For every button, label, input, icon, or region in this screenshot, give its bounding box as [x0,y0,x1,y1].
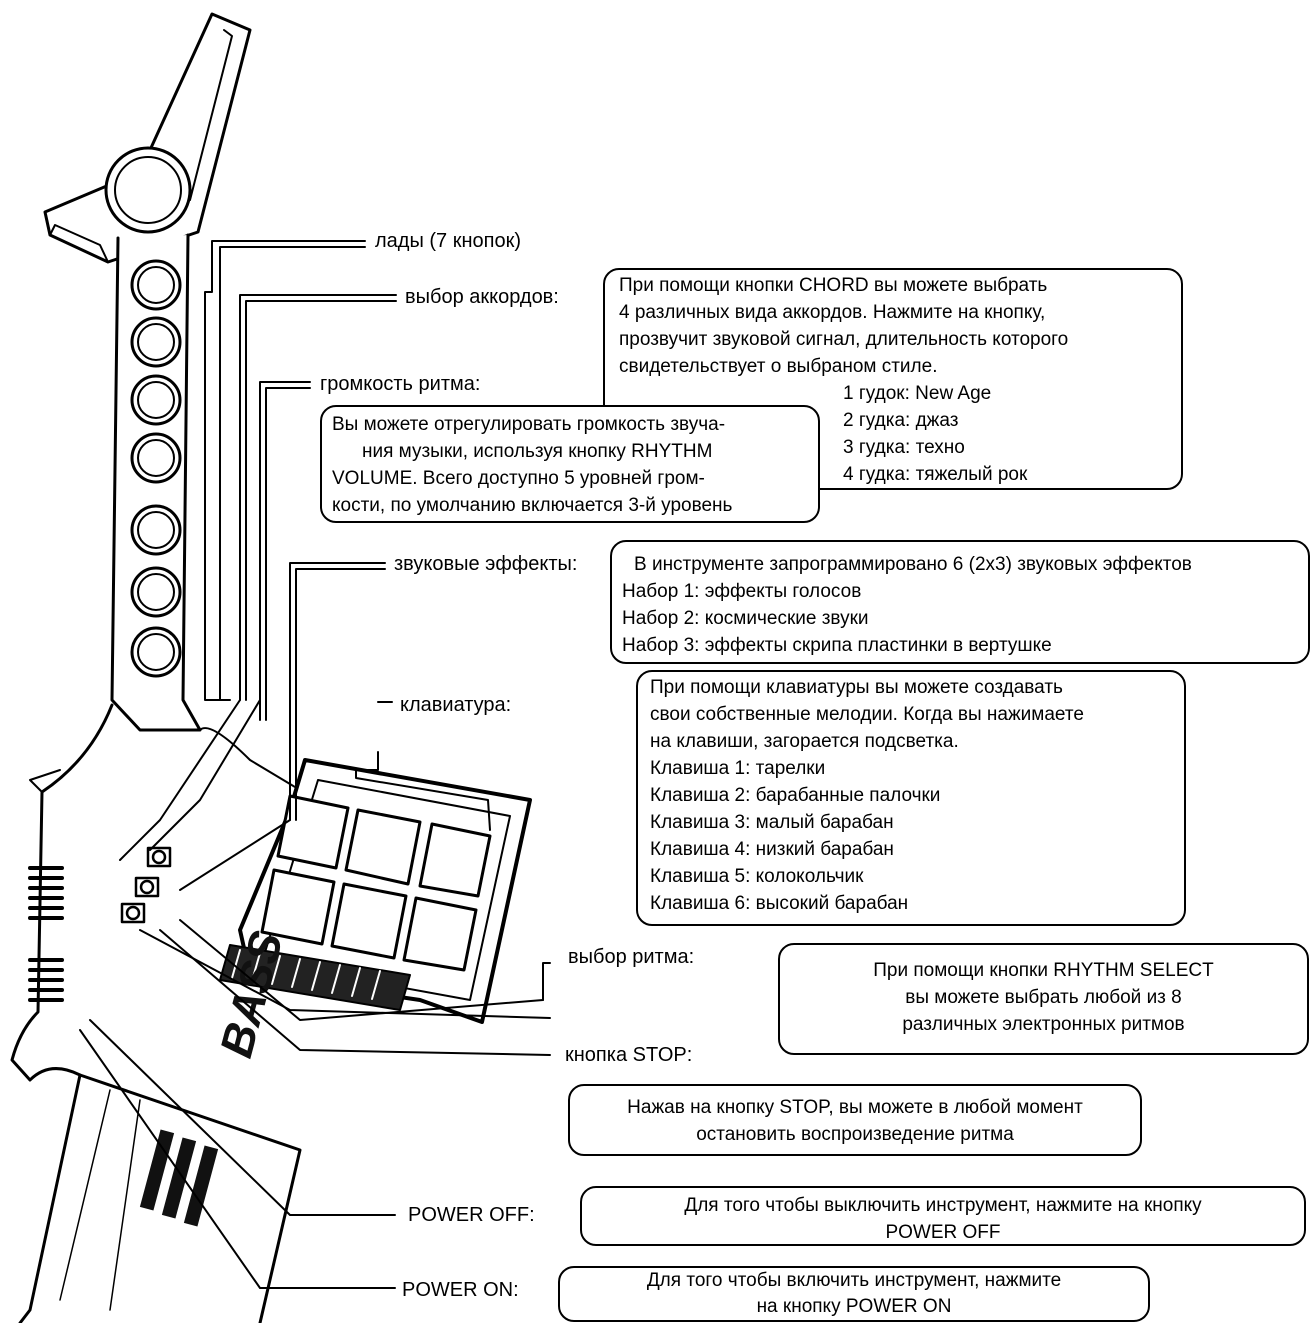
headstock-inner [189,29,233,201]
tuner-ring [104,146,192,234]
volume-line: кости, по умолчанию включается 3-й урове… [332,495,733,516]
body-left [10,703,114,1082]
chord-style: 4 гудка: тяжелый рок [843,464,1028,485]
keyboard-line: Клавиша 2: барабанные палочки [650,785,941,806]
label-keyboard: клавиатура: [400,694,512,716]
power-on-info-box: Для того чтобы включить инструмент, нажм… [558,1266,1150,1322]
effects-line: В инструменте запрограммировано 6 (2х3) … [634,554,1192,575]
keyboard-line: Клавиша 6: высокий барабан [650,893,909,914]
bottom-inner [59,1089,141,1311]
bottom-section [18,1073,302,1323]
headstock-tip [49,224,109,263]
rhythm-line: При помощи кнопки RHYTHM SELECT [873,960,1214,981]
power-on-line: Для того чтобы включить инструмент, нажм… [646,1270,1062,1291]
effects-line: Набор 2: космические звуки [622,608,869,629]
stop-info-box: Нажав на кнопку STOP, вы можете в любой … [568,1084,1142,1156]
power-off-line: Для того чтобы выключить инструмент, наж… [684,1195,1202,1216]
label-chord: выбор аккордов: [405,286,559,308]
label-rhythm-volume: громкость ритма: [320,373,481,395]
power-off-info-box: Для того чтобы выключить инструмент, наж… [580,1186,1306,1246]
stop-line: Нажав на кнопку STOP, вы можете в любой … [627,1097,1083,1118]
rhythm-info-box: При помощи кнопки RHYTHM SELECT вы может… [778,943,1309,1055]
keyboard-line: Клавиша 4: низкий барабан [650,839,894,860]
power-off-line: POWER OFF [885,1222,1001,1243]
side-grille [28,866,64,1002]
keyboard-line: Клавиша 3: малый барабан [650,812,894,833]
keyboard-line: При помощи клавиатуры вы можете создават… [650,677,1063,698]
keyboard-info-box: При помощи клавиатуры вы можете создават… [636,670,1186,926]
rhythm-line: вы можете выбрать любой из 8 [905,987,1182,1008]
label-stop: кнопка STOP: [565,1044,693,1066]
chord-line: прозвучит звуковой сигнал, длительность … [619,329,1069,350]
leader-lines [79,240,551,1289]
strap-pin [29,769,61,793]
keyboard-line: Клавиша 1: тарелки [650,758,826,779]
keypad-pads [260,794,492,972]
label-power-off: POWER OFF: [408,1204,535,1226]
power-on-line: на кнопку POWER ON [756,1296,952,1317]
chord-style: 2 гудка: джаз [843,410,959,431]
logo-bars [139,1129,219,1227]
volume-info-box: Вы можете отрегулировать громкость звуча… [320,405,820,523]
label-frets: лады (7 кнопок) [375,230,522,252]
rhythm-line: различных электронных ритмов [902,1014,1185,1035]
keyboard-line: свои собственные мелодии. Когда вы нажим… [650,704,1084,725]
chord-style: 3 гудка: техно [843,437,965,458]
tuner-ring-inner [114,156,182,224]
label-rhythm-select: выбор ритма: [568,946,695,968]
effects-info-box: В инструменте запрограммировано 6 (2х3) … [610,540,1310,664]
volume-line: Вы можете отрегулировать громкость звуча… [332,414,726,435]
chord-style: 1 гудок: New Age [843,383,992,404]
effects-line: Набор 1: эффекты голосов [622,581,862,602]
label-power-on: POWER ON: [402,1279,519,1301]
label-effects: звуковые эффекты: [394,553,578,575]
chord-info-box: При помощи кнопки CHORD вы можете выбрат… [603,268,1183,490]
keyboard-line: на клавиши, загорается подсветка. [650,731,959,752]
chord-line: свидетельствует о выбраном стиле. [619,356,938,377]
fret-buttons [130,259,182,678]
logo-text: BASS [209,925,292,1062]
effects-line: Набор 3: эффекты скрипа пластинки в верт… [622,635,1052,656]
control-buttons [120,846,172,924]
keyboard-line: Клавиша 5: колокольчик [650,866,864,887]
volume-line: VOLUME. Всего доступно 5 уровней гром- [332,468,705,489]
chord-line: 4 различных вида аккордов. Нажмите на кн… [619,302,1046,323]
volume-line: ния музыки, используя кнопку RHYTHM [362,441,713,462]
neck-body-join [199,727,301,791]
stop-line: остановить воспроизведение ритма [696,1124,1014,1145]
chord-line: При помощи кнопки CHORD вы можете выбрат… [619,275,1048,296]
chord-styles: 1 гудок: New Age 2 гудка: джаз 3 гудка: … [843,380,1181,488]
speaker-grille [219,944,411,1011]
